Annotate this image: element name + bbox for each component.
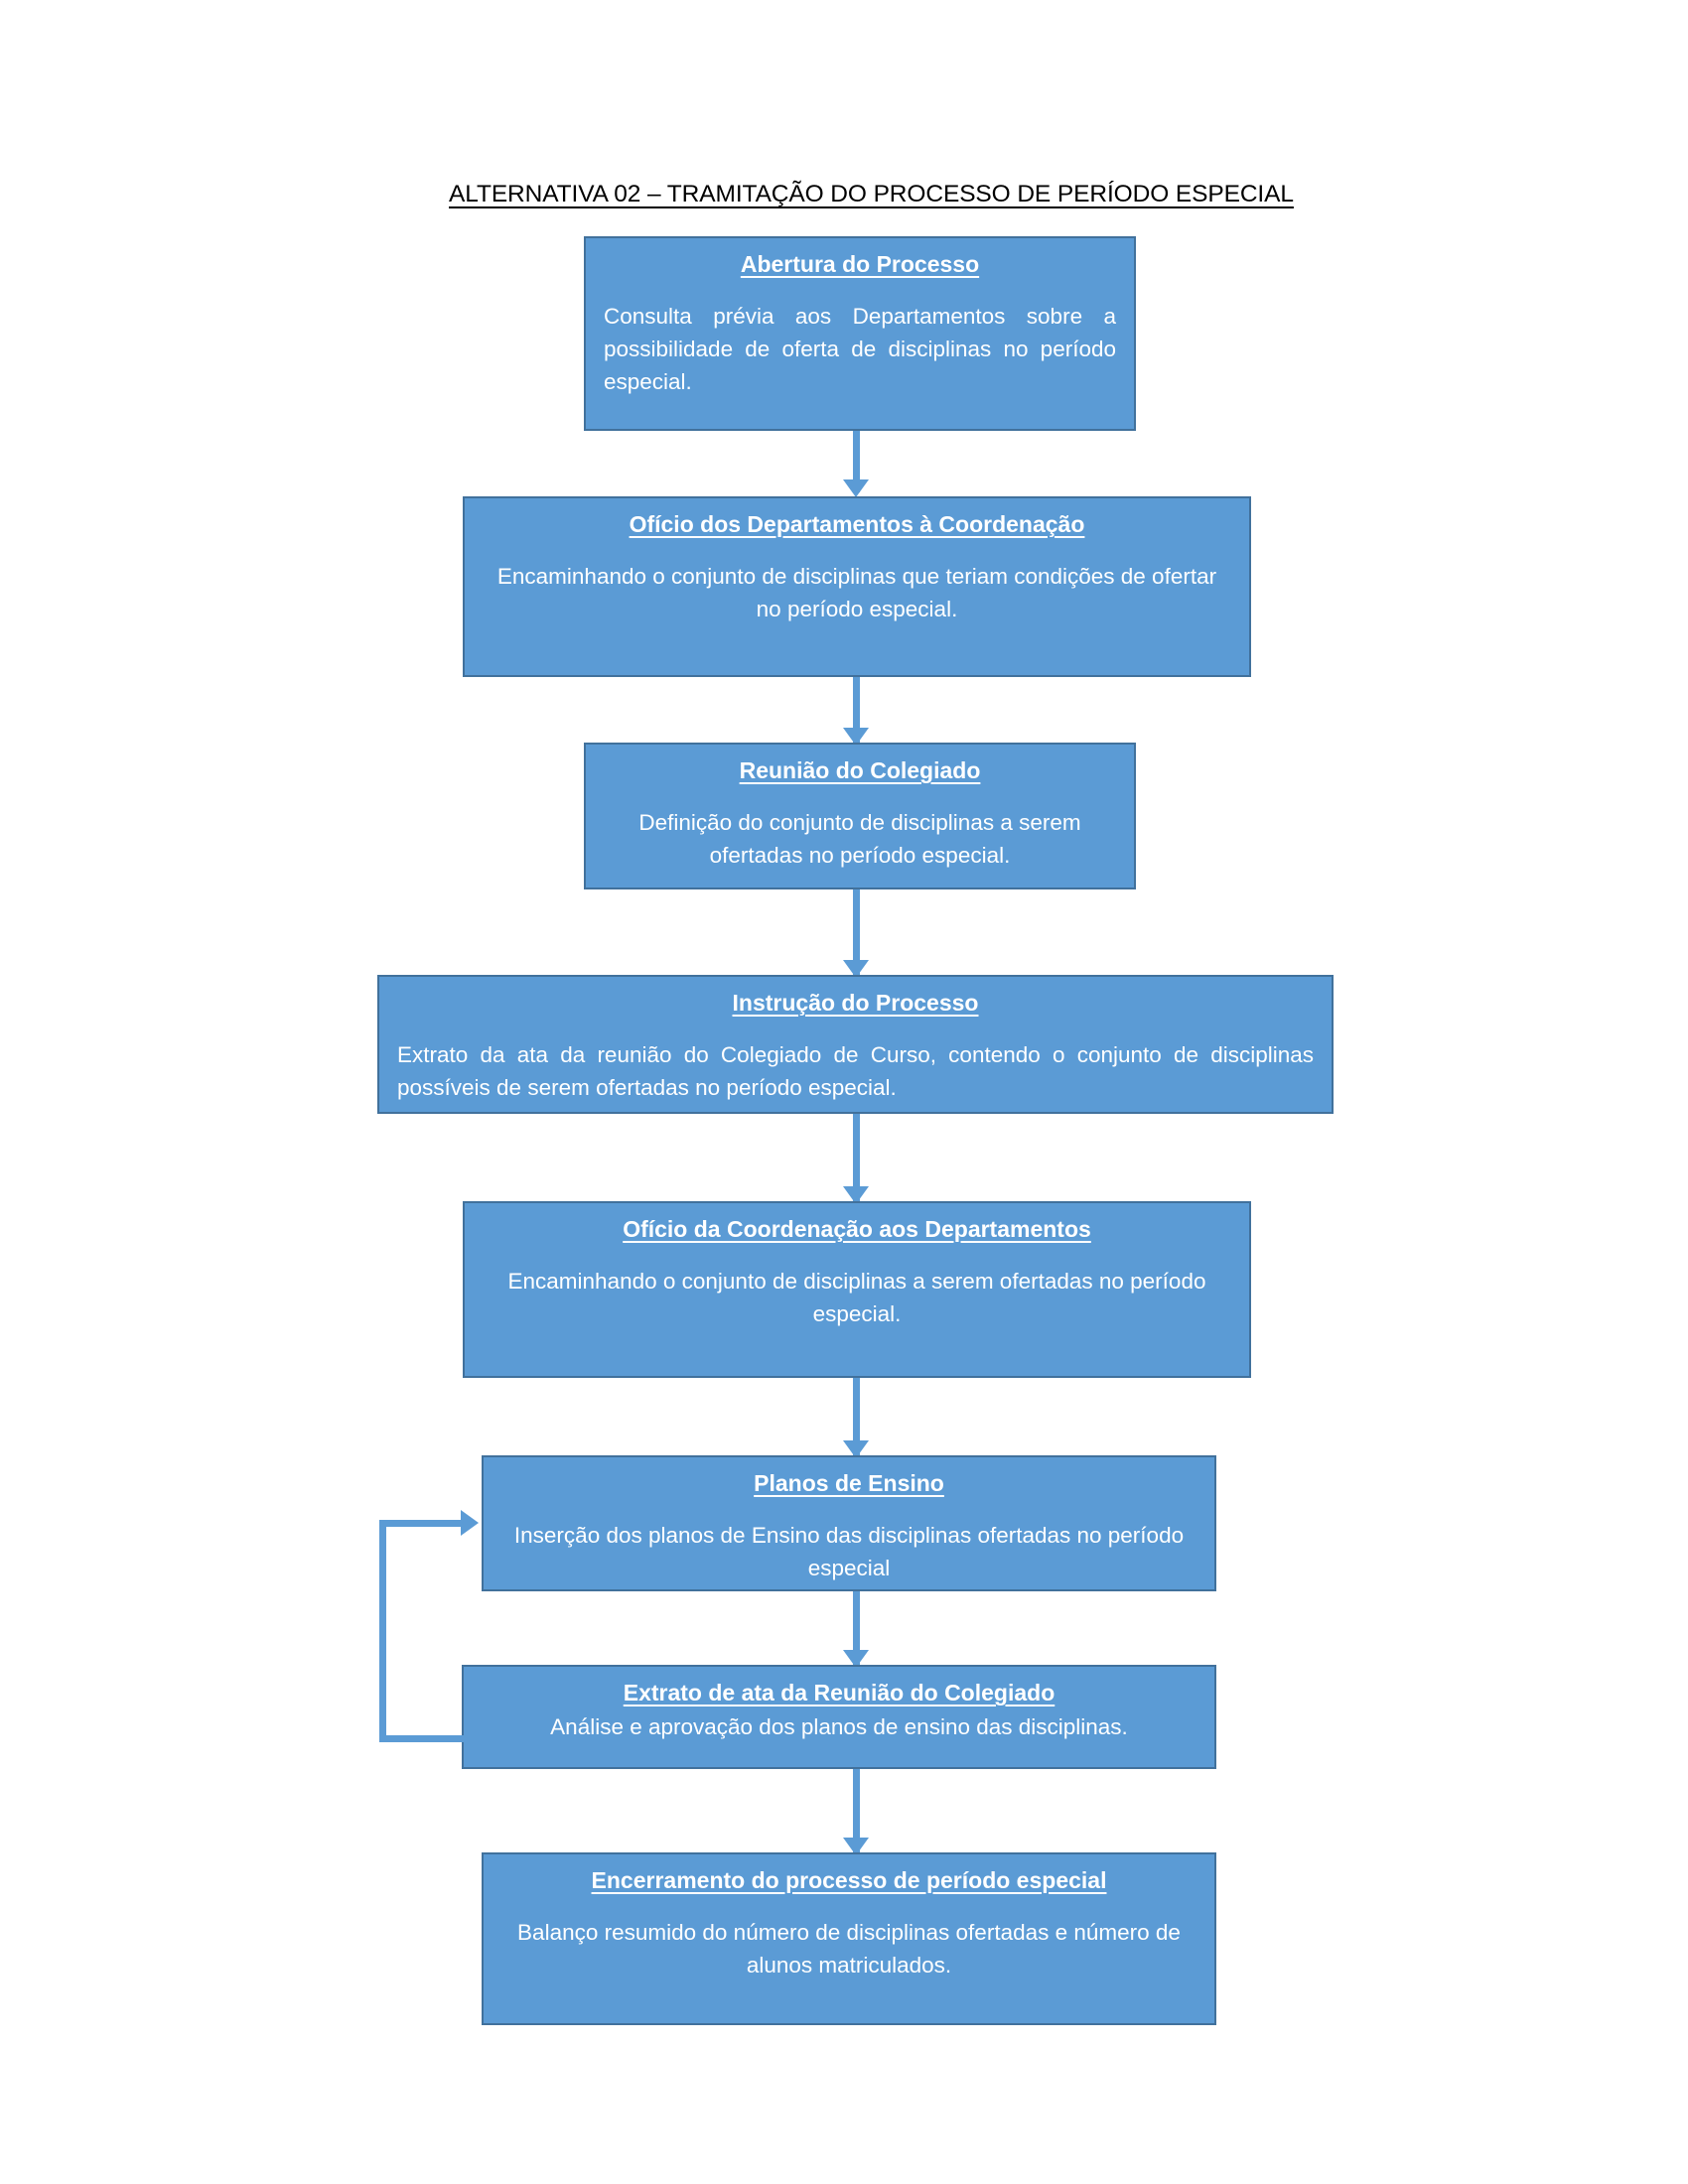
arrowhead-icon	[843, 1186, 869, 1204]
connector-instrucao-processo-to-oficio-coordenacao	[853, 1114, 860, 1201]
feedback-loop-left-segment	[379, 1520, 386, 1742]
flow-node-planos-de-ensino[interactable]: Planos de Ensino Inserção dos planos de …	[482, 1455, 1216, 1591]
flow-node-title: Instrução do Processo	[732, 990, 979, 1016]
feedback-loop-top-segment	[379, 1520, 465, 1527]
connector-oficio-departamentos-to-reuniao-colegiado	[853, 677, 860, 743]
connector-oficio-coordenacao-to-planos-ensino	[853, 1378, 860, 1455]
flow-node-body: Encaminhando o conjunto de disciplinas a…	[507, 1268, 1206, 1327]
flow-node-extrato-ata-reuniao-colegiado[interactable]: Extrato de ata da Reunião do Colegiado A…	[462, 1665, 1216, 1769]
connector-planos-ensino-to-extrato-ata	[853, 1591, 860, 1665]
connector-extrato-ata-to-encerramento	[853, 1769, 860, 1852]
flow-node-body: Balanço resumido do número de disciplina…	[517, 1919, 1181, 1979]
arrowhead-icon	[843, 960, 869, 978]
flow-node-title: Extrato de ata da Reunião do Colegiado	[623, 1680, 1055, 1706]
flow-node-abertura-do-processo[interactable]: Abertura do Processo Consulta prévia aos…	[584, 236, 1136, 431]
flow-node-oficio-departamentos-coordenacao[interactable]: Ofício dos Departamentos à Coordenação E…	[463, 496, 1251, 677]
arrowhead-icon	[843, 728, 869, 746]
flow-node-encerramento-processo-periodo-especial[interactable]: Encerramento do processo de período espe…	[482, 1852, 1216, 2025]
arrowhead-icon	[843, 1440, 869, 1458]
flow-node-body: Definição do conjunto de disciplinas a s…	[638, 809, 1081, 869]
flow-node-body: Extrato da ata da reunião do Colegiado d…	[397, 1041, 1314, 1101]
flow-node-title: Ofício dos Departamentos à Coordenação	[629, 511, 1085, 537]
flow-node-title: Encerramento do processo de período espe…	[591, 1867, 1107, 1893]
flow-node-title: Ofício da Coordenação aos Departamentos	[623, 1216, 1091, 1242]
page-title: ALTERNATIVA 02 – TRAMITAÇÃO DO PROCESSO …	[449, 181, 1294, 207]
feedback-loop-bottom-segment	[379, 1735, 465, 1742]
flow-node-title: Abertura do Processo	[740, 251, 980, 277]
flow-node-body: Inserção dos planos de Ensino das discip…	[513, 1522, 1185, 1581]
flow-node-body: Encaminhando o conjunto de disciplinas q…	[496, 563, 1217, 622]
flow-node-reuniao-do-colegiado[interactable]: Reunião do Colegiado Definição do conjun…	[584, 743, 1136, 889]
flow-node-body: Análise e aprovação dos planos de ensino…	[550, 1713, 1128, 1739]
flow-node-body: Consulta prévia aos Departamentos sobre …	[604, 303, 1116, 395]
connector-abertura-to-oficio-departamentos	[853, 431, 860, 492]
arrowhead-icon	[843, 1650, 869, 1668]
flow-node-title: Reunião do Colegiado	[739, 757, 981, 783]
arrowhead-icon	[843, 479, 869, 497]
flow-node-instrucao-do-processo[interactable]: Instrução do Processo Extrato da ata da …	[377, 975, 1334, 1114]
flow-node-title: Planos de Ensino	[754, 1470, 944, 1496]
arrowhead-icon	[843, 1838, 869, 1855]
flow-node-oficio-coordenacao-departamentos[interactable]: Ofício da Coordenação aos Departamentos …	[463, 1201, 1251, 1378]
connector-reuniao-colegiado-to-instrucao-processo	[853, 889, 860, 975]
arrowhead-icon	[461, 1510, 479, 1536]
